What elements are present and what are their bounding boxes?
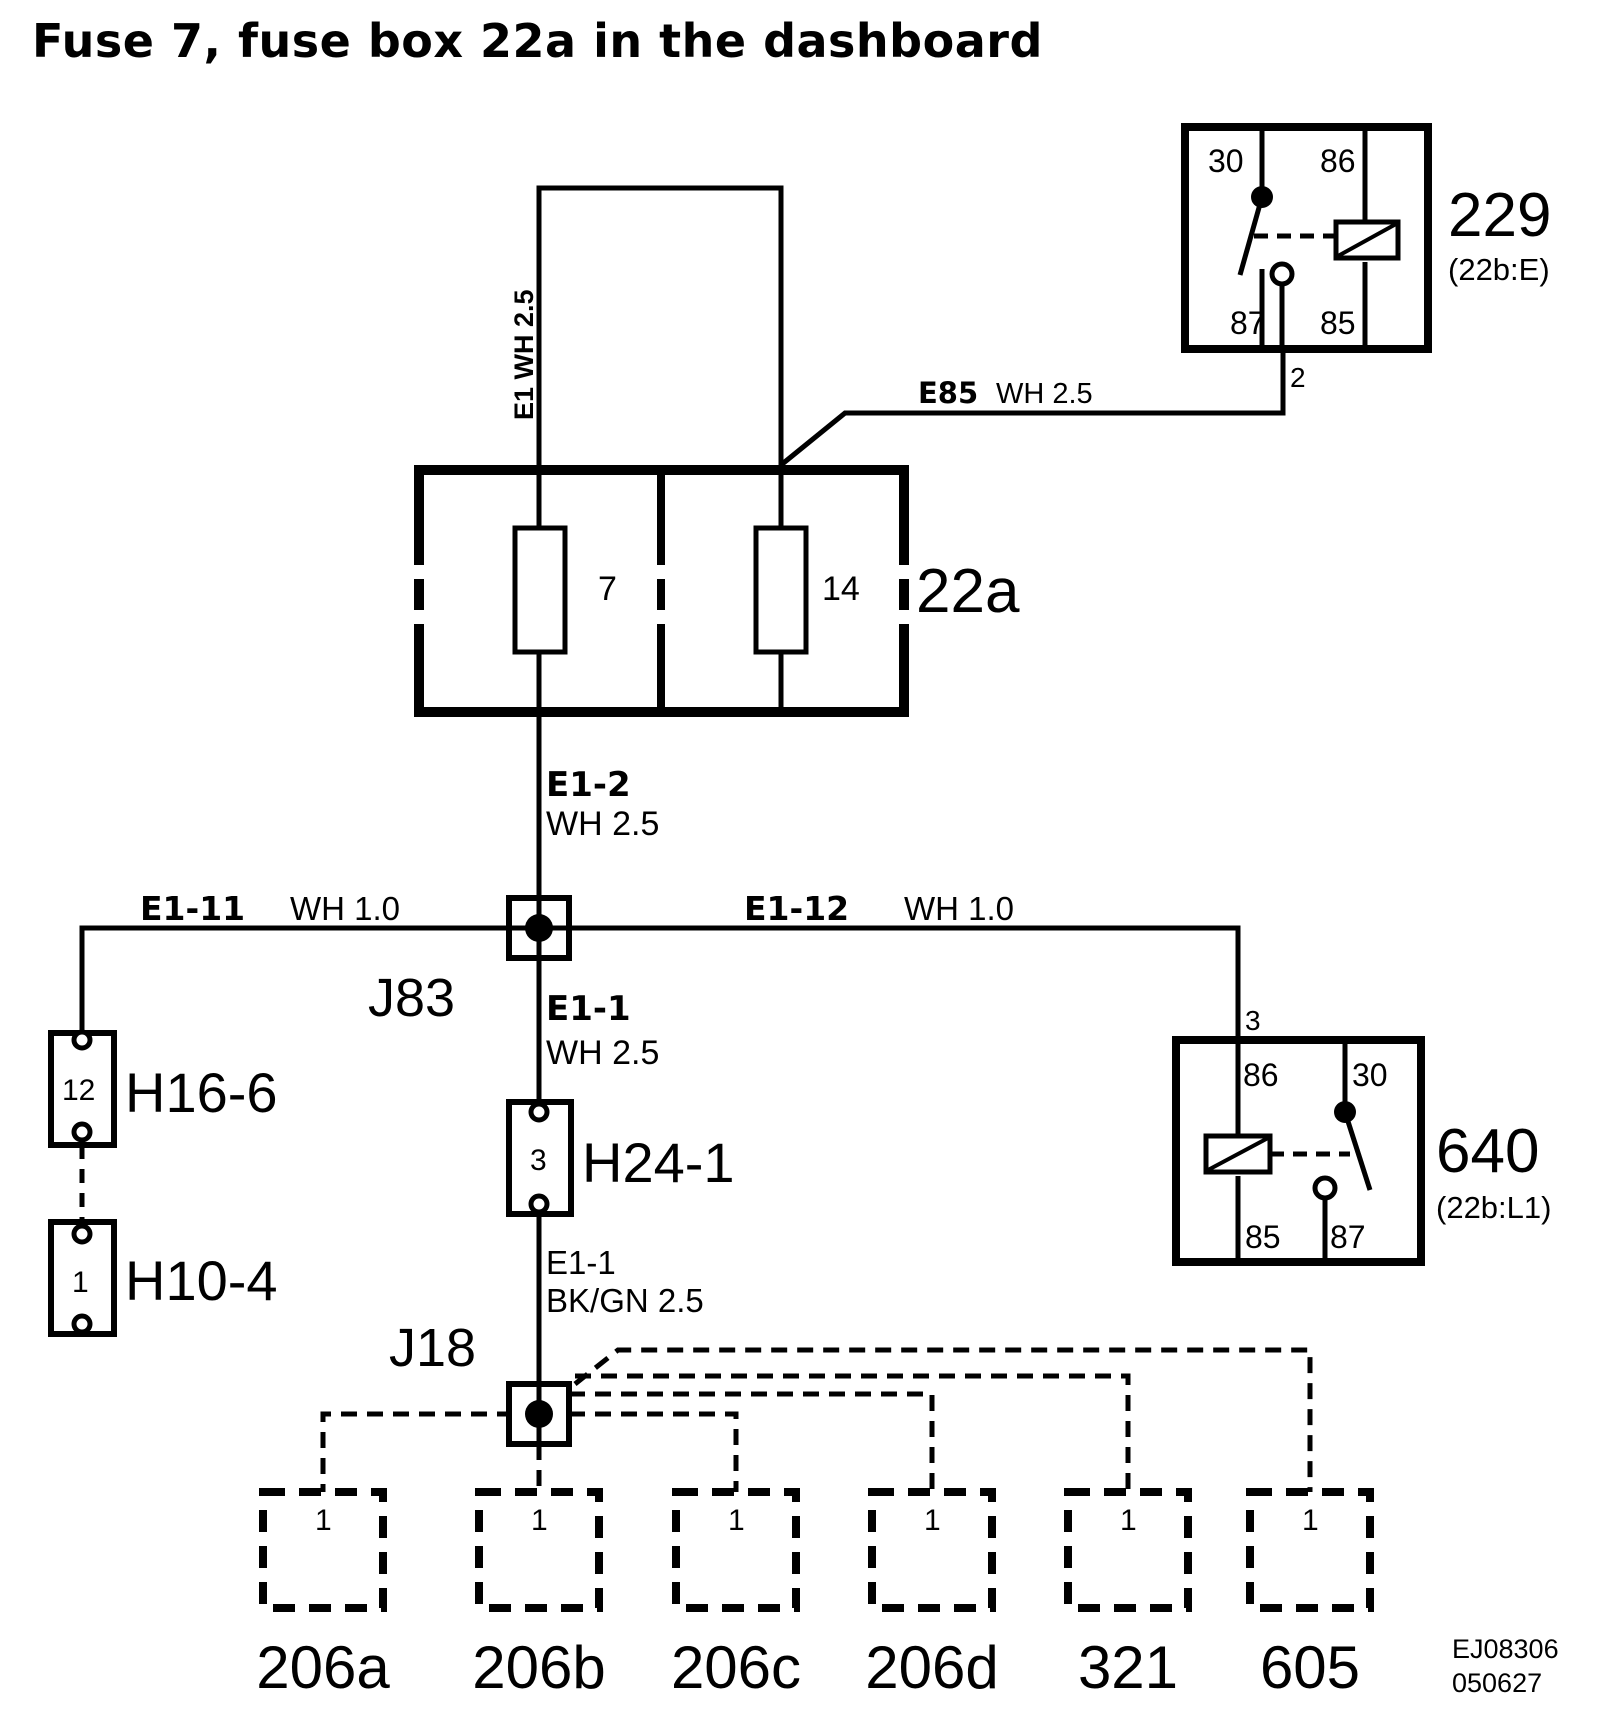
component-label: 206b xyxy=(472,1634,605,1701)
component-206a: 1 206a xyxy=(256,1488,390,1701)
connector-h10-4-pin: 1 xyxy=(72,1266,89,1299)
wire-e1-2-spec: WH 2.5 xyxy=(546,805,659,843)
connector-h16-6-id: H16-6 xyxy=(125,1061,278,1124)
wire-e1-1-spec: WH 2.5 xyxy=(546,1034,659,1072)
relay-640 xyxy=(1172,1036,1425,1266)
wire-e1-12-spec: WH 1.0 xyxy=(904,890,1014,927)
top-loop-wire xyxy=(536,185,784,470)
component-box xyxy=(475,1488,603,1612)
relay-640-pin-85: 85 xyxy=(1245,1219,1281,1255)
relay-229-ref: (22b:E) xyxy=(1448,252,1550,287)
connector-h24-1-id: H24-1 xyxy=(582,1131,735,1194)
relay-640-pin-87: 87 xyxy=(1330,1219,1366,1255)
component-206d: 1 206d xyxy=(865,1488,999,1701)
relay-640-pin-30: 30 xyxy=(1352,1057,1388,1093)
junction-j18 xyxy=(506,1381,572,1447)
component-label: 321 xyxy=(1078,1634,1178,1701)
fuse-7-label: 7 xyxy=(598,570,617,608)
wire-e1-1b-code: E1-1 xyxy=(546,1244,616,1281)
component-label: 605 xyxy=(1260,1634,1360,1701)
relay-229-pin-85: 85 xyxy=(1320,305,1356,341)
wire-e85 xyxy=(779,349,1286,467)
component-pin: 1 xyxy=(1120,1504,1137,1537)
relay-640-id: 640 xyxy=(1436,1117,1539,1186)
connector-h16-6-pin: 12 xyxy=(62,1074,95,1107)
wire-e1-1-code: E1-1 xyxy=(546,989,631,1029)
wire-e1-11 xyxy=(79,925,539,1040)
component-206b: 1 206b xyxy=(472,1488,606,1701)
component-label: 206a xyxy=(256,1634,390,1701)
wire-e1-12-code: E1-12 xyxy=(744,889,849,928)
connector-h10-4 xyxy=(48,1219,117,1337)
relay-229-pin-87: 87 xyxy=(1230,305,1266,341)
wire-e1-12 xyxy=(539,925,1241,1040)
junction-j18-label: J18 xyxy=(389,1318,476,1378)
relay-229-id: 229 xyxy=(1448,181,1551,250)
fusebox-22a xyxy=(410,465,914,717)
relay-229-conn-pin: 2 xyxy=(1290,362,1306,393)
relay-229-pin-86: 86 xyxy=(1320,143,1356,179)
component-206c: 1 206c xyxy=(671,1488,801,1701)
wire-e1-11-spec: WH 1.0 xyxy=(290,890,400,927)
wire-e85-spec: WH 2.5 xyxy=(996,378,1093,410)
doc-code-line2: 050627 xyxy=(1452,1668,1542,1698)
wire-label-e1-vertical: E1 WH 2.5 xyxy=(509,289,539,420)
junction-j83-label: J83 xyxy=(368,968,455,1028)
component-pin: 1 xyxy=(924,1504,941,1537)
component-box xyxy=(1064,1488,1192,1612)
component-pin: 1 xyxy=(1302,1504,1319,1537)
connector-h10-4-id: H10-4 xyxy=(125,1249,278,1312)
component-pin: 1 xyxy=(531,1504,548,1537)
relay-640-ref: (22b:L1) xyxy=(1436,1190,1551,1225)
component-box xyxy=(1246,1488,1374,1612)
wire-e1-2-code: E1-2 xyxy=(546,765,631,805)
connector-h24-1-pin: 3 xyxy=(530,1144,547,1177)
fusebox-id: 22a xyxy=(916,557,1020,626)
component-pin: 1 xyxy=(315,1504,332,1537)
relay-640-pin-86: 86 xyxy=(1243,1057,1279,1093)
wire-e1-11-code: E1-11 xyxy=(140,889,245,928)
component-box xyxy=(672,1488,800,1612)
diagram-title: Fuse 7, fuse box 22a in the dashboard xyxy=(32,14,1043,68)
wire-e85-code: E85 xyxy=(918,376,978,410)
dashed-fanout xyxy=(320,1347,1313,1498)
fuse-14-label: 14 xyxy=(822,570,860,608)
wire-e1-1b-spec: BK/GN 2.5 xyxy=(546,1282,704,1319)
relay-640-conn-pin: 3 xyxy=(1245,1005,1261,1036)
component-box xyxy=(259,1488,387,1612)
relay-229-pin-30: 30 xyxy=(1208,143,1244,179)
component-pin: 1 xyxy=(728,1504,745,1537)
junction-j83 xyxy=(506,895,572,961)
component-321: 1 321 xyxy=(1064,1488,1192,1701)
component-box xyxy=(868,1488,996,1612)
doc-code-line1: EJ08306 xyxy=(1452,1634,1559,1664)
connector-h24-1 xyxy=(506,1099,574,1217)
component-label: 206d xyxy=(865,1634,998,1701)
component-label: 206c xyxy=(671,1634,801,1701)
relay-229 xyxy=(1181,123,1432,353)
